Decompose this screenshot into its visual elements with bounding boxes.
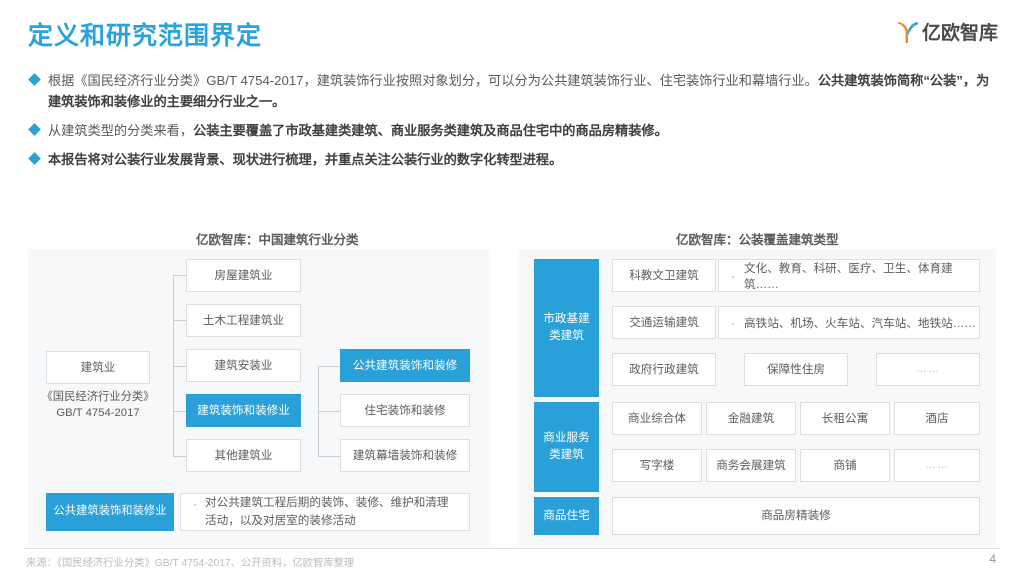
subtype-box[interactable]: 商务会展建筑	[706, 449, 796, 482]
left-panel-heading: 亿欧智库：中国建筑行业分类	[196, 233, 359, 247]
category-label-commercial[interactable]: 商业服务类建筑	[534, 402, 599, 492]
tree-node-level2[interactable]: 土木工程建筑业	[186, 304, 301, 337]
subtype-box[interactable]: 政府行政建筑	[612, 353, 716, 386]
tree-node-level3[interactable]: 建筑幕墙装饰和装修	[340, 439, 470, 472]
category-label-residential[interactable]: 商品住宅	[534, 497, 599, 535]
diamond-bullet-icon	[28, 73, 41, 86]
tree-node-level3[interactable]: 住宅装饰和装修	[340, 394, 470, 427]
bullet-text: 本报告将对公装行业发展背景、现状进行梳理，并重点关注公装行业的数字化转型进程。	[48, 152, 563, 167]
page-title: 定义和研究范围界定	[28, 22, 263, 50]
definition-term[interactable]: 公共建筑装饰和装修业	[46, 493, 174, 531]
page-number: 4	[989, 552, 996, 566]
subtype-description: · 文化、教育、科研、医疗、卫生、体育建筑……	[718, 259, 980, 292]
tree-node-level2-highlighted[interactable]: 建筑装饰和装修业	[186, 394, 301, 427]
tree-node-root[interactable]: 建筑业	[46, 351, 150, 384]
left-diagram-panel: 建筑业 《国民经济行业分类》GB/T 4754-2017 房屋建筑业 土木工程建…	[28, 249, 490, 545]
dot-bullet-icon: ·	[193, 497, 197, 511]
subtype-box[interactable]: 长租公寓	[800, 402, 890, 435]
subtype-box[interactable]: 科教文卫建筑	[612, 259, 716, 292]
tree-node-level2[interactable]: 房屋建筑业	[186, 259, 301, 292]
tree-node-level3-highlighted[interactable]: 公共建筑装饰和装修	[340, 349, 470, 382]
bullet-text: 根据《国民经济行业分类》GB/T 4754-2017，建筑装饰行业按照对象划分，…	[48, 73, 990, 109]
connector-line	[318, 456, 346, 457]
dot-bullet-icon: ·	[731, 315, 735, 330]
right-panel-heading: 亿欧智库：公装覆盖建筑类型	[676, 233, 839, 247]
subtype-box[interactable]: 酒店	[894, 402, 980, 435]
definition-description: · 对公共建筑工程后期的装饰、装修、维护和清理活动，以及对居室的装修活动	[180, 493, 470, 531]
connector-line	[318, 411, 346, 412]
bullet-item: 从建筑类型的分类来看，公装主要覆盖了市政基建类建筑、商业服务类建筑及商品住宅中的…	[28, 120, 996, 141]
category-label-municipal[interactable]: 市政基建类建筑	[534, 259, 599, 397]
source-note: 来源：《国民经济行业分类》GB/T 4754-2017、公开资料，亿欧智库整理	[26, 558, 355, 569]
bullet-text: 从建筑类型的分类来看，公装主要覆盖了市政基建类建筑、商业服务类建筑及商品住宅中的…	[48, 123, 668, 138]
subtype-box-ellipsis[interactable]: ……	[894, 449, 980, 482]
subtype-box[interactable]: 商业综合体	[612, 402, 702, 435]
bullet-item: 根据《国民经济行业分类》GB/T 4754-2017，建筑装饰行业按照对象划分，…	[28, 70, 996, 112]
subtype-box[interactable]: 写字楼	[612, 449, 702, 482]
subtype-box-ellipsis[interactable]: ……	[876, 353, 980, 386]
diamond-bullet-icon	[28, 123, 41, 136]
tree-node-level2[interactable]: 其他建筑业	[186, 439, 301, 472]
right-table-panel: 市政基建类建筑 科教文卫建筑 · 文化、教育、科研、医疗、卫生、体育建筑…… 交…	[518, 249, 996, 545]
logo-text: 亿欧智库	[921, 23, 998, 44]
bullet-list: 根据《国民经济行业分类》GB/T 4754-2017，建筑装饰行业按照对象划分，…	[28, 70, 996, 178]
subtype-description: · 高铁站、机场、火车站、汽车站、地铁站……	[718, 306, 980, 339]
subtype-box[interactable]: 保障性住房	[744, 353, 848, 386]
subtype-box[interactable]: 商铺	[800, 449, 890, 482]
root-sub-label: 《国民经济行业分类》GB/T 4754-2017	[41, 391, 155, 420]
bullet-item: 本报告将对公装行业发展背景、现状进行梳理，并重点关注公装行业的数字化转型进程。	[28, 149, 996, 170]
connector-line	[318, 366, 319, 456]
subtype-box[interactable]: 金融建筑	[706, 402, 796, 435]
diamond-bullet-icon	[28, 152, 41, 165]
brand-logo: 亿欧智库	[897, 18, 998, 45]
tree-node-level2[interactable]: 建筑安装业	[186, 349, 301, 382]
subtype-box-wide[interactable]: 商品房精装修	[612, 497, 980, 535]
dot-bullet-icon: ·	[731, 268, 735, 283]
connector-line	[173, 275, 174, 457]
subtype-box[interactable]: 交通运输建筑	[612, 306, 716, 339]
footer-divider	[24, 548, 1000, 549]
yiou-logo-icon	[897, 20, 919, 44]
connector-line	[318, 366, 346, 367]
